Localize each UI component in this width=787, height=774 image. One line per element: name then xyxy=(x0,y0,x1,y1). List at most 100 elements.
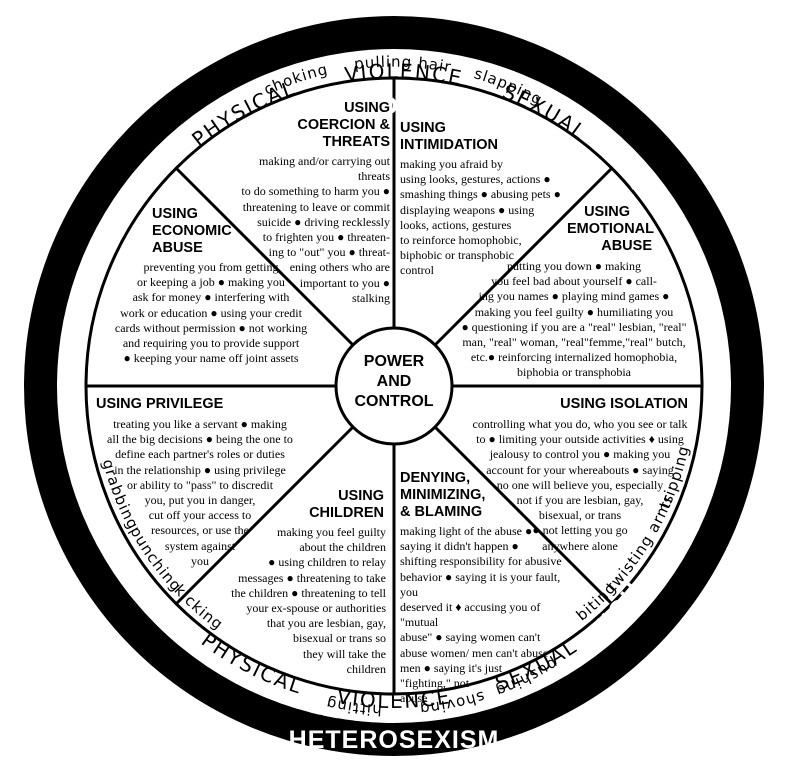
segment-title: MINIMIZING, xyxy=(400,487,486,503)
body-line: ening others who are xyxy=(289,260,390,275)
body-line: saying it didn't happen ● xyxy=(400,539,519,554)
body-line: account for your whereabouts ● saying xyxy=(486,462,674,477)
segment-title: INTIMIDATION xyxy=(400,137,498,153)
segment-coercion: USING COERCION & THREATS making and/or c… xyxy=(226,100,390,306)
body-line: define each partner's roles or duties xyxy=(115,447,285,462)
body-line: controlling what you do, who you see or … xyxy=(472,417,688,431)
segment-title: ABUSE xyxy=(601,238,652,254)
segment-title: & BLAMING xyxy=(400,504,483,520)
body-line: deserved it ♦ accusing you of "mutual xyxy=(400,600,541,630)
segment-economic: USING ECONOMIC ABUSE preventing you from… xyxy=(96,206,326,366)
segment-title: USING PRIVILEGE xyxy=(96,396,224,412)
body-line: you xyxy=(191,553,209,568)
body-line: messages ● threatening to take xyxy=(238,570,386,585)
word-pulling-hair: pulling hair xyxy=(353,53,453,77)
segment-body: making light of the abuse ● saying it di… xyxy=(400,524,570,706)
body-line: threatening to leave or commit xyxy=(242,199,390,214)
body-line: man, "real" woman, "real"femme,"real" bu… xyxy=(462,335,686,350)
body-line: system against xyxy=(164,538,236,553)
body-line: using looks, gestures, actions ● xyxy=(400,172,551,187)
body-line: ● keeping your name off joint assets xyxy=(123,351,299,366)
body-line: no one will believe you, especially xyxy=(496,477,664,492)
body-line: looks, actions, gestures xyxy=(400,217,512,232)
body-line: biphobia or transphobia xyxy=(517,365,631,380)
segment-intimidation: USING INTIMIDATION making you afraid by … xyxy=(400,120,570,279)
body-line: the children ● threatening to tell xyxy=(231,585,386,600)
spokes xyxy=(86,78,702,694)
center-line-2: AND xyxy=(376,373,412,390)
body-line: preventing you from getting xyxy=(143,260,279,274)
body-line: smashing things ● abusing pets ● xyxy=(400,187,561,202)
body-line: that you are lesbian, gay, xyxy=(266,616,386,631)
body-line: men ● saying it's just xyxy=(400,660,503,675)
segment-isolation: USING ISOLATION controlling what you do,… xyxy=(460,396,700,554)
body-line: ing you names ● playing mind games ● xyxy=(478,289,670,304)
body-line: shifting responsibility for abusive xyxy=(400,554,562,569)
body-line: and requiring you to provide support xyxy=(122,336,300,351)
body-line: behavior ● saying it is your fault, you xyxy=(400,569,561,599)
hub xyxy=(334,326,454,446)
segment-title: USING ISOLATION xyxy=(560,396,688,412)
segment-title: ABUSE xyxy=(152,240,203,256)
segment-title: USING xyxy=(338,488,384,504)
segment-body: making you feel guilty about the childre… xyxy=(220,525,386,677)
body-line: making you afraid by xyxy=(400,157,503,171)
body-line: they will take the xyxy=(303,646,386,661)
body-line: to ● limiting your outside activities ♦ … xyxy=(476,432,684,447)
body-line: displaying weapons ● using xyxy=(400,202,535,217)
center-line-3: CONTROL xyxy=(354,393,434,410)
body-line: or ability to "pass" to discredit xyxy=(126,477,274,492)
body-line: treating you like a servant ● making xyxy=(113,417,287,431)
body-line: cut off your access to xyxy=(148,508,252,523)
body-line: abuse xyxy=(400,691,428,706)
body-line: ● using children to relay xyxy=(268,555,386,570)
body-line: you feel bad about yourself ● call- xyxy=(491,274,657,289)
center-line-1: POWER xyxy=(363,353,425,370)
heterosexism-bottom: HETEROSEXISM xyxy=(289,726,500,754)
segment-children: USING CHILDREN making you feel guilty ab… xyxy=(220,488,386,677)
body-line: making and/or carrying out threats xyxy=(259,154,390,184)
body-line: to reinforce homophobic, xyxy=(400,233,522,248)
segment-body: making you afraid by using looks, gestur… xyxy=(400,157,570,279)
body-line: not if you are lesbian, gay, xyxy=(516,493,644,508)
body-line: anywhere alone xyxy=(542,538,618,553)
segment-title: COERCION & xyxy=(297,117,390,133)
body-line: abuse" ● saying women can't xyxy=(400,630,541,645)
body-line: suicide ● driving recklessly xyxy=(257,214,390,229)
body-line: children xyxy=(346,661,386,676)
segment-title: USING xyxy=(344,100,390,116)
segment-body: putting you down ● making you feel bad a… xyxy=(452,259,696,381)
body-line: important to you ● xyxy=(299,275,390,290)
segment-title: USING xyxy=(152,206,198,222)
body-line: ing to "out" you ● threat- xyxy=(268,245,390,260)
segment-denying: DENYING, MINIMIZING, & BLAMING making li… xyxy=(400,470,570,706)
body-line: you, put you in danger, xyxy=(144,493,256,508)
body-line: in the relationship ● using privilege xyxy=(114,462,286,477)
body-line: making you feel guilty xyxy=(277,525,386,539)
body-line: your ex-spouse or authorities xyxy=(246,601,386,616)
body-line: resources, or use the xyxy=(151,523,249,538)
body-line: work or education ● using your credit xyxy=(120,305,302,320)
body-line: ● not letting you go xyxy=(532,523,628,538)
segment-body: preventing you from getting or keeping a… xyxy=(96,260,326,366)
body-line: making you feel guilty ● humiliating you xyxy=(474,304,674,319)
segment-body: treating you like a servant ● making all… xyxy=(92,417,308,569)
center-label: POWER AND CONTROL xyxy=(329,352,459,412)
body-line: control xyxy=(400,263,434,278)
body-line: putting you down ● making xyxy=(507,259,641,273)
segment-privilege: USING PRIVILEGE treating you like a serv… xyxy=(92,396,308,569)
body-line: cards without permission ● not working xyxy=(114,320,308,335)
body-line: bisexual, or trans xyxy=(538,508,622,523)
body-line: biphobic or transphobic xyxy=(400,248,514,263)
body-line: abuse women/ men can't abuse xyxy=(400,645,549,660)
body-line: to do something to harm you ● xyxy=(241,184,390,199)
body-line: etc.● reinforcing internalized homophobi… xyxy=(470,350,678,365)
body-line: stalking xyxy=(352,290,390,305)
body-line: or keeping a job ● making you xyxy=(137,275,285,290)
segment-title: USING xyxy=(584,204,630,220)
segment-title: DENYING, xyxy=(400,470,471,486)
segment-body: controlling what you do, who you see or … xyxy=(460,417,700,554)
body-line: all the big decisions ● being the one to xyxy=(107,432,293,447)
body-line: making light of the abuse ● xyxy=(400,524,533,538)
